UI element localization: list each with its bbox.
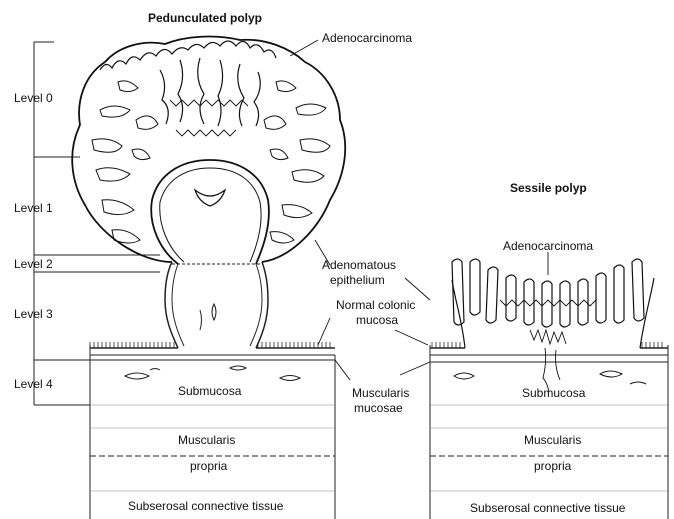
subserosal-left-label: Subserosal connective tissue [128, 499, 284, 513]
level-3-label: Level 3 [14, 307, 53, 321]
level-0-label: Level 0 [14, 91, 53, 105]
propria-right-label: propria [534, 459, 572, 473]
level-2-label: Level 2 [14, 257, 53, 271]
pedunculated-head [72, 37, 345, 264]
right-wall-layers [430, 342, 668, 519]
left-wall-layers [90, 342, 335, 519]
level-1-label: Level 1 [14, 201, 53, 215]
muscularis-left-label: Muscularis [178, 433, 235, 447]
sessile-title: Sessile polyp [510, 181, 587, 195]
pedunculated-title: Pedunculated polyp [148, 11, 262, 25]
normal-mucosa-label-line2: mucosa [356, 313, 398, 327]
propria-left-label: propria [190, 459, 228, 473]
sessile-polyp-body [452, 259, 654, 392]
adenocarcinoma-right-label: Adenocarcinoma [503, 239, 593, 253]
subserosal-right-label: Subserosal connective tissue [470, 501, 626, 515]
submucosa-left-label: Submucosa [178, 384, 242, 398]
leader-lines [290, 40, 548, 380]
polyp-stalk [165, 262, 268, 348]
level-4-label: Level 4 [14, 377, 53, 391]
submucosa-right-label: Submucosa [522, 386, 586, 400]
muscularis-mucosae-label-line1: Muscularis [352, 386, 409, 400]
muscularis-mucosae-label-line2: mucosae [354, 401, 403, 415]
adenomatous-label-line2: epithelium [330, 273, 385, 287]
normal-mucosa-label-line1: Normal colonic [336, 298, 415, 312]
adenocarcinoma-left-label: Adenocarcinoma [322, 31, 412, 45]
adenomatous-label-line1: Adenomatous [322, 258, 396, 272]
muscularis-right-label: Muscularis [524, 433, 581, 447]
